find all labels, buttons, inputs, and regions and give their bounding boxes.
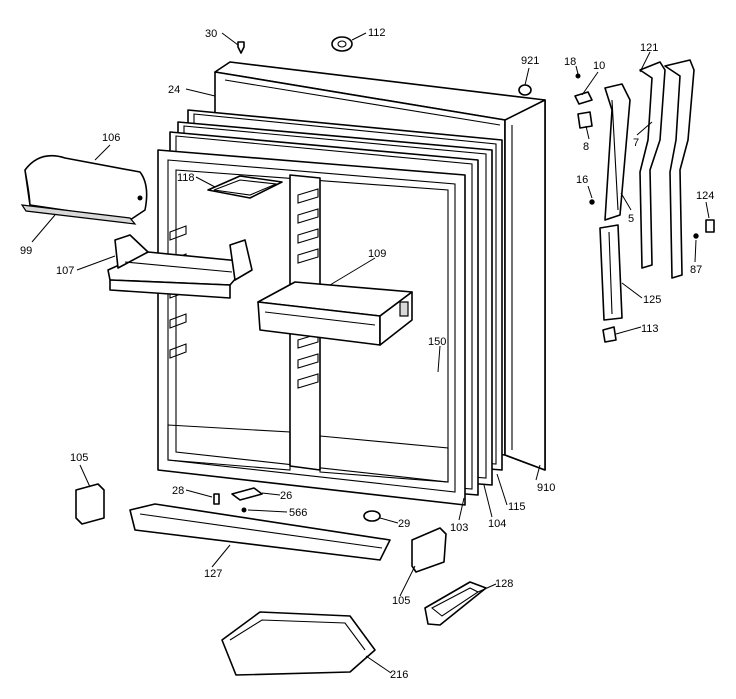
callout-124: 124 xyxy=(696,190,714,202)
callout-87: 87 xyxy=(690,264,702,276)
callout-150: 150 xyxy=(428,336,446,348)
callout-125: 125 xyxy=(643,294,661,306)
callout-128: 128 xyxy=(495,578,513,590)
callout-103: 103 xyxy=(450,522,468,534)
callout-30: 30 xyxy=(205,28,217,40)
callout-910: 910 xyxy=(537,482,555,494)
callout-106: 106 xyxy=(102,132,120,144)
top-fasteners xyxy=(237,36,353,54)
callout-115: 115 xyxy=(508,501,526,513)
callout-109: 109 xyxy=(368,248,386,260)
callout-104: 104 xyxy=(488,518,506,530)
callout-26: 26 xyxy=(280,490,292,502)
callout-112: 112 xyxy=(368,27,386,39)
callout-8: 8 xyxy=(583,141,589,153)
door-bin-107 xyxy=(107,234,253,299)
small-shelf-118 xyxy=(207,175,283,199)
callout-107: 107 xyxy=(56,265,74,277)
door-bin-109 xyxy=(257,281,413,346)
leader-lines xyxy=(31,32,710,674)
callout-118: 118 xyxy=(177,172,195,184)
callout-28: 28 xyxy=(172,485,184,497)
callout-99: 99 xyxy=(20,245,32,257)
dairy-compartment-106 xyxy=(20,154,148,225)
callout-105-left: 105 xyxy=(70,452,88,464)
callout-labels: 30 112 921 18 10 121 24 106 8 7 118 16 1… xyxy=(20,27,714,681)
callout-10: 10 xyxy=(593,60,605,72)
callout-127: 127 xyxy=(204,568,222,580)
callout-18: 18 xyxy=(564,56,576,68)
callout-566: 566 xyxy=(289,507,307,519)
callout-24: 24 xyxy=(168,84,180,96)
callout-29: 29 xyxy=(398,518,410,530)
callout-16: 16 xyxy=(576,174,588,186)
callout-216: 216 xyxy=(390,669,408,681)
callout-105-right: 105 xyxy=(392,595,410,607)
callout-5: 5 xyxy=(628,213,634,225)
callout-921: 921 xyxy=(521,55,539,67)
hinge-hardware xyxy=(518,59,715,343)
callout-7: 7 xyxy=(633,137,639,149)
callout-113: 113 xyxy=(641,323,659,335)
bottom-parts xyxy=(75,483,487,676)
callout-121: 121 xyxy=(640,42,658,54)
